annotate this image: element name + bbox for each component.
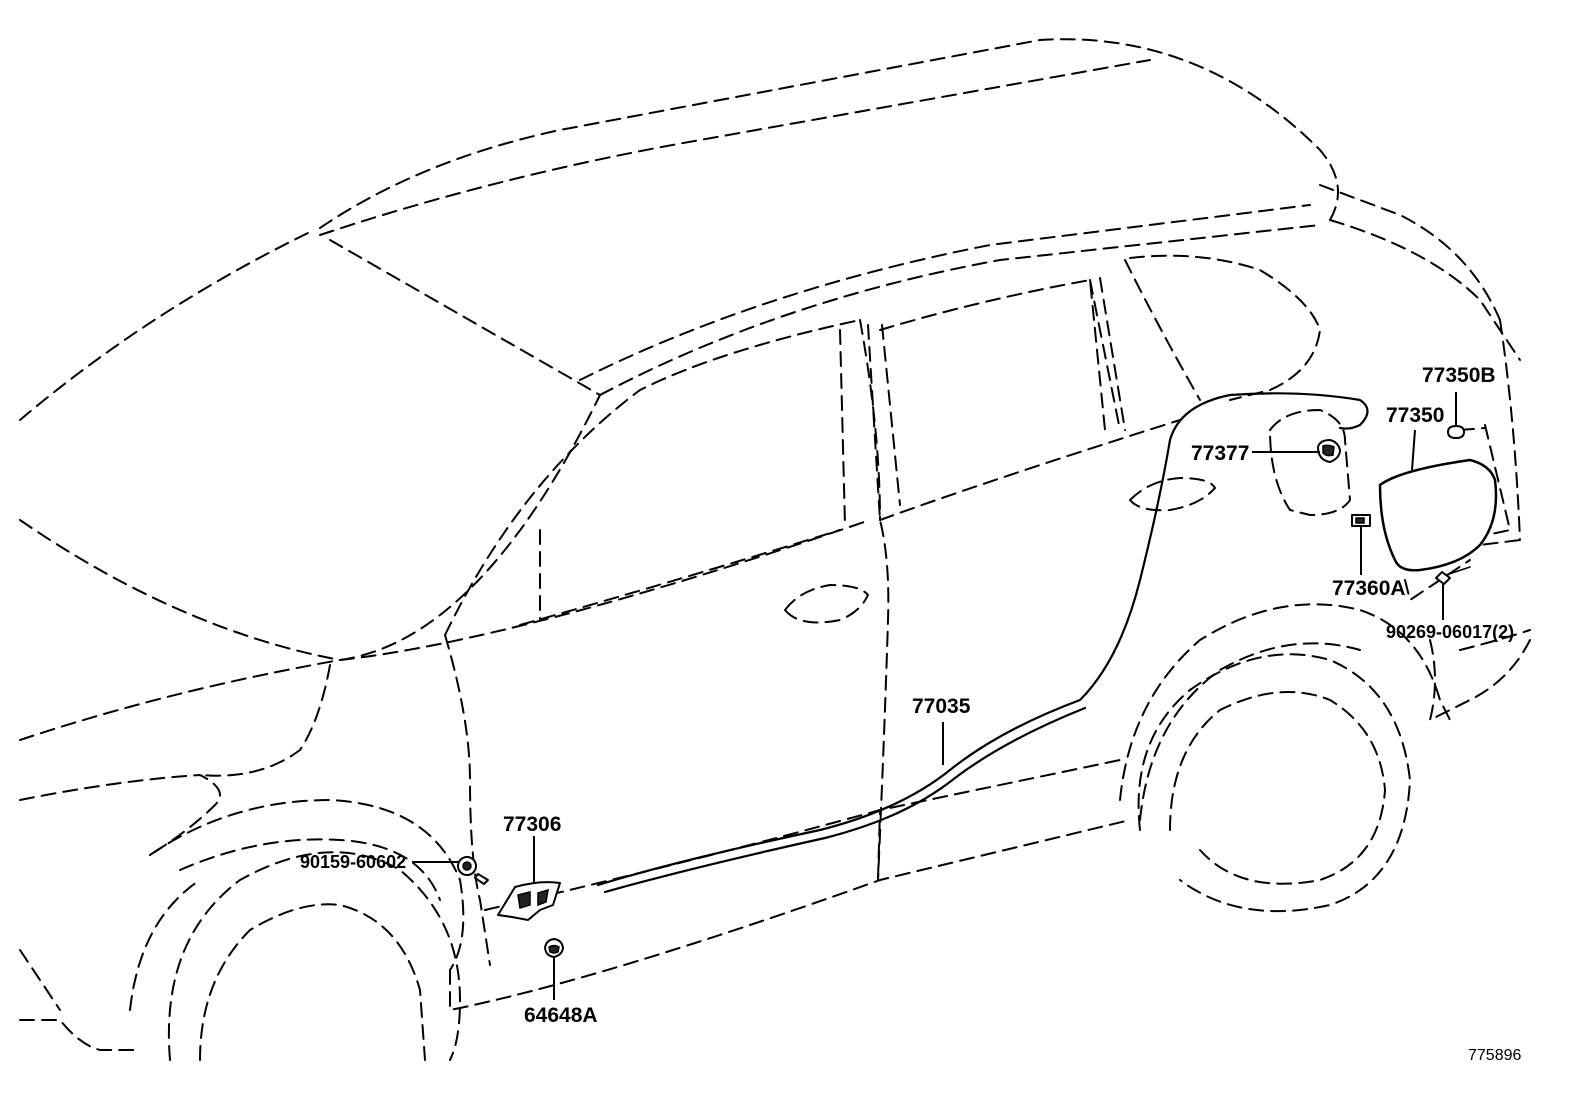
label-90269: 90269-06017(2) [1386,622,1514,642]
part-labels: 77350B 77350 77377 77360A 90269-06017(2)… [300,364,1521,1064]
hinge-77360A [1351,514,1371,527]
vehicle-outline [19,38,1531,1061]
clip-64648A [544,938,564,958]
label-77350: 77350 [1386,404,1444,427]
bolt-90159 [457,856,489,885]
clip-77377 [1317,439,1341,463]
label-64648A: 64648A [524,1004,598,1027]
screw-90269 [1435,566,1471,585]
label-77360A: 77360A [1332,577,1406,600]
label-90159: 90159-60602 [300,852,406,872]
label-77306: 77306 [503,813,561,836]
cap-77350B [1447,425,1465,439]
bracket-77306 [497,881,561,921]
diagram-reference-code: 775896 [1468,1047,1521,1064]
leader-lines [412,392,1457,1000]
weatherstrip-77035 [596,392,1369,894]
label-77035: 77035 [912,695,971,718]
label-77350B: 77350B [1422,364,1496,387]
label-77377: 77377 [1191,442,1249,465]
fuel-filler-door-77350 [1378,458,1498,572]
